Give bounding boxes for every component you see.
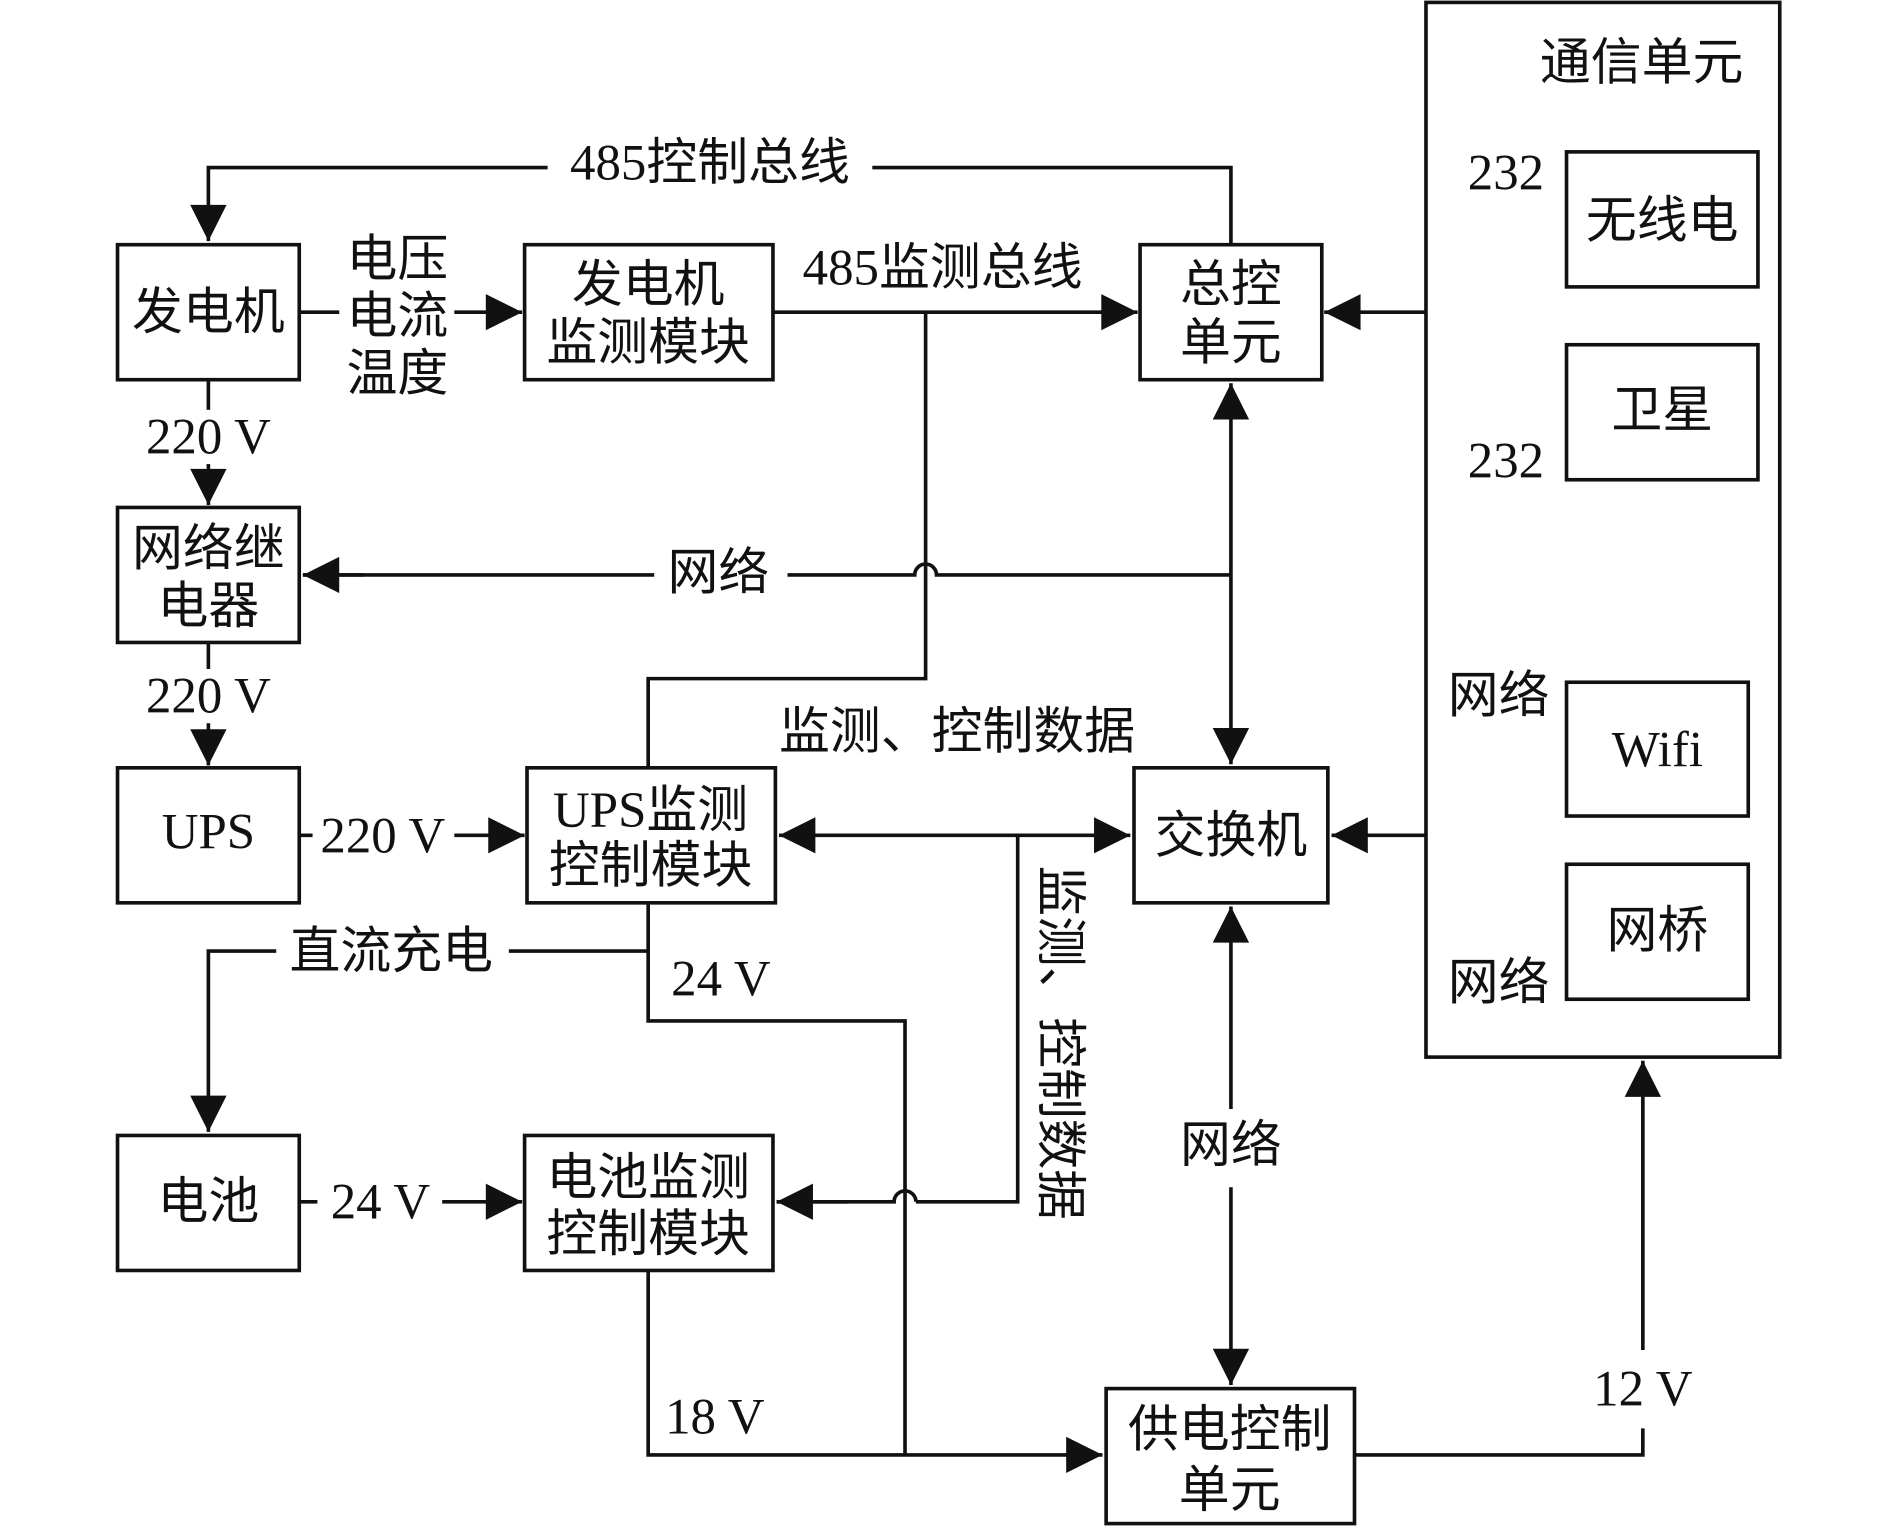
gen-signal-label: 电压: [346, 231, 448, 287]
network-label: 网络: [1180, 1117, 1282, 1173]
svg-text:电池: 电池: [157, 1174, 259, 1230]
svg-text:供电控制: 供电控制: [1128, 1402, 1332, 1458]
svg-text:控制模块: 控制模块: [546, 1206, 750, 1262]
svg-text:总控: 总控: [1180, 257, 1282, 313]
wifi-block: Wifi: [1564, 680, 1751, 818]
monitor-bus-label: 485监测总线: [803, 240, 1083, 296]
bridge-block: 网桥: [1564, 862, 1751, 1002]
voltage-label: 24 V: [671, 951, 771, 1007]
gen-monitor-ups-line: [646, 312, 928, 768]
control-bus-line: [872, 165, 1233, 245]
switch-block: 交换机: [1132, 766, 1330, 905]
data-label: 监测、控制数据: [779, 704, 1135, 760]
svg-text:监测模块: 监测模块: [546, 314, 750, 370]
svg-text:网桥: 网桥: [1606, 903, 1708, 959]
data-label-vertical: 监测、控制数据: [1032, 865, 1088, 1219]
svg-text:交换机: 交换机: [1155, 807, 1308, 863]
svg-text:卫星: 卫星: [1611, 382, 1713, 438]
voltage-label: 220 V: [320, 807, 445, 863]
svg-text:网络继: 网络继: [132, 521, 285, 577]
svg-text:Wifi: Wifi: [1612, 722, 1703, 778]
gen-signal-label: 温度: [346, 346, 448, 402]
ups-block: UPS: [115, 766, 302, 905]
rs232-label: 232: [1468, 144, 1544, 200]
voltage-label: 220 V: [146, 408, 271, 464]
svg-text:UPS监测: UPS监测: [553, 782, 748, 838]
dc-charge-label: 直流充电: [290, 923, 494, 979]
voltage-label: 220 V: [146, 668, 271, 724]
network-label: 网络: [668, 545, 770, 601]
network-label: 网络: [1448, 954, 1550, 1010]
svg-text:电器: 电器: [157, 578, 259, 634]
svg-text:单元: 单元: [1180, 314, 1282, 370]
battery-block: 电池: [115, 1133, 302, 1273]
control-bus-label: 485控制总线: [570, 135, 850, 191]
radio-block: 无线电: [1564, 150, 1760, 289]
connector-labels: 485控制总线 485监测总线 电压 电流 温度 220 V 220 V 220…: [146, 135, 1693, 1444]
svg-text:发电机: 发电机: [572, 257, 725, 313]
svg-text:发电机: 发电机: [132, 284, 285, 340]
voltage-label: 24 V: [331, 1174, 431, 1230]
svg-text:控制模块: 控制模块: [549, 838, 753, 894]
generator-block: 发电机: [115, 242, 302, 382]
comm-unit-title: 通信单元: [1540, 35, 1744, 91]
satellite-block: 卫星: [1564, 342, 1760, 482]
svg-text:电池监测: 电池监测: [546, 1150, 750, 1206]
network-label: 网络: [1448, 668, 1550, 724]
svg-text:无线电: 无线电: [1586, 193, 1739, 249]
svg-text:单元: 单元: [1179, 1462, 1281, 1518]
voltage-label: 18 V: [665, 1388, 765, 1444]
gen-signal-label: 电流: [346, 288, 448, 344]
rs232-label: 232: [1468, 433, 1544, 489]
voltage-label: 12 V: [1593, 1361, 1693, 1417]
svg-text:UPS: UPS: [162, 804, 255, 860]
